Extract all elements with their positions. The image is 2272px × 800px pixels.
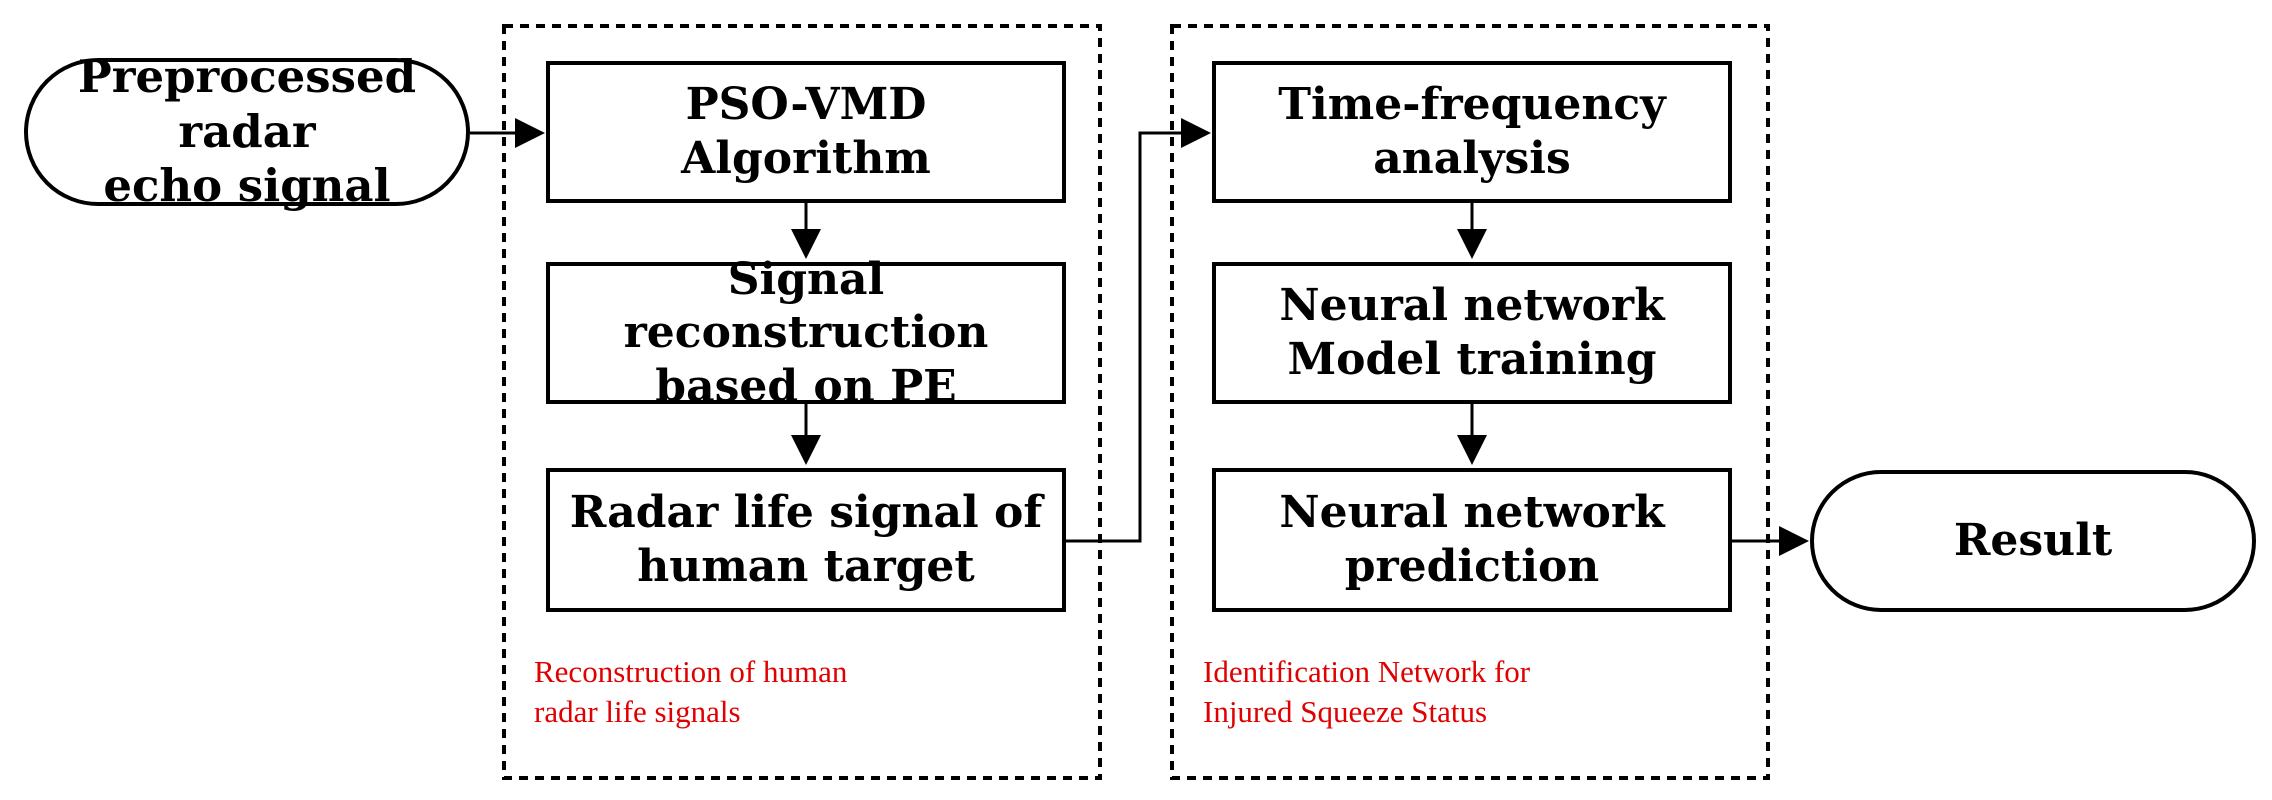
input-terminal: Preprocessed radar echo signal (24, 50, 470, 212)
step-pso-vmd: PSO-VMD Algorithm (546, 61, 1066, 203)
group-caption-reconstruction: Reconstruction of human radar life signa… (534, 654, 848, 730)
step-time-frequency: Time-frequency analysis (1212, 61, 1732, 203)
group-caption-identification: Identification Network for Injured Squee… (1203, 654, 1531, 730)
step-prediction: Neural network prediction (1212, 468, 1732, 612)
result-terminal: Result (1810, 470, 2256, 612)
step-signal-reconstruction: Signal reconstruction based on PE (546, 254, 1066, 412)
step-model-training: Neural network Model training (1212, 262, 1732, 404)
group-frame-identification (1170, 24, 1770, 780)
step-radar-life-signal: Radar life signal of human target (546, 468, 1066, 612)
group-frame-reconstruction (502, 24, 1102, 780)
arrow-life-signal-to-time-frequency (1066, 118, 1211, 543)
